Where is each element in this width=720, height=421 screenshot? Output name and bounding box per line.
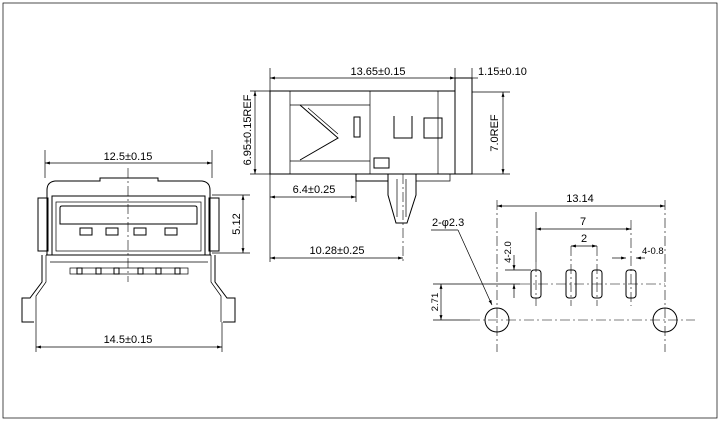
dim-side-length: 13.65±0.15 [351,66,406,78]
pcb-footprint: 13.14 7 2 2-φ2.3 4-2.0 4-0.8 2.71 [430,193,695,352]
dim-shell-thickness: 1.15±0.10 [478,66,527,78]
right-leg [214,255,236,323]
dim-row-offset: 2.71 [430,293,441,312]
dim-front-height: 5.12 [231,213,243,234]
shell-outer [51,195,206,256]
dim-pcb-pitch: 2 [581,233,587,245]
dim-pin-offset: 10.28±0.25 [310,245,365,257]
front-view: 12.5±0.15 5.12 14.5±0.15 [21,150,250,352]
board-peg [387,174,417,224]
dim-pad-size: 4-2.0 [503,241,514,263]
dim-side-height: 6.95±0.15REF [242,94,254,165]
mount-hole-left [484,307,510,333]
dim-body-height: 7.0REF [489,114,501,152]
dim-pcb-span: 13.14 [566,193,594,205]
mount-hole-right [652,307,678,333]
hole-callout: 2-φ2.3 [432,217,464,229]
shell-flange [454,77,473,175]
dim-pcb-pin-span: 7 [580,216,586,228]
side-view: 13.65±0.15 1.15±0.10 6.95±0.15REF 7.0REF… [242,66,527,262]
dim-slot-size: 4-0.8 [642,246,664,257]
contact-spring [299,104,339,161]
port-opening [59,205,198,225]
dim-peg-offset: 6.4±0.25 [293,184,336,196]
side-body [269,90,456,175]
dim-front-width: 12.5±0.15 [104,151,153,163]
left-leg [21,255,43,323]
dim-pin-span: 14.5±0.15 [104,334,153,346]
